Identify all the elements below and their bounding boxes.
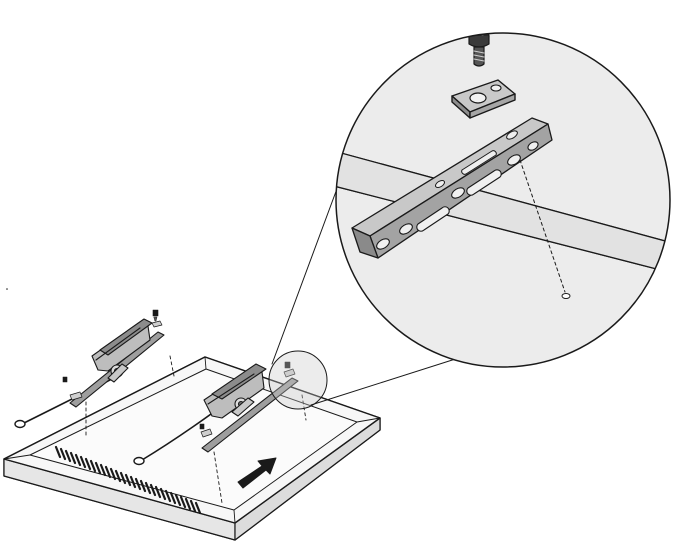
washer-plate-icon xyxy=(151,320,163,328)
magnifier-callout xyxy=(335,32,671,368)
stray-dot xyxy=(6,288,8,290)
strap-top-slots xyxy=(435,130,518,189)
mount-hole-detail xyxy=(561,293,571,299)
callout-connector-lines xyxy=(271,185,469,406)
guide-lines-tv xyxy=(85,355,307,504)
vent-grille xyxy=(54,445,202,515)
right-cord-loop xyxy=(133,456,145,466)
tv-back-panel xyxy=(3,356,381,541)
washer-plate-icon xyxy=(283,368,296,378)
screw-icon xyxy=(199,423,205,430)
screw-guide-dashed xyxy=(519,159,566,293)
screw-icon xyxy=(62,376,68,383)
washer-plate-icon xyxy=(200,428,213,438)
magnifier-outline xyxy=(335,32,671,368)
washer-plate-detail xyxy=(451,79,516,119)
mount-strap-detail xyxy=(351,117,553,259)
screw-icon xyxy=(152,309,159,322)
screw-icon xyxy=(284,361,291,369)
washer-plate-icon xyxy=(69,391,83,401)
direction-arrow-icon xyxy=(237,457,277,489)
left-cord-loop xyxy=(14,419,26,429)
strap-slots xyxy=(376,141,539,250)
detail-source-circle xyxy=(268,350,328,410)
left-bracket-assembly xyxy=(14,309,165,429)
